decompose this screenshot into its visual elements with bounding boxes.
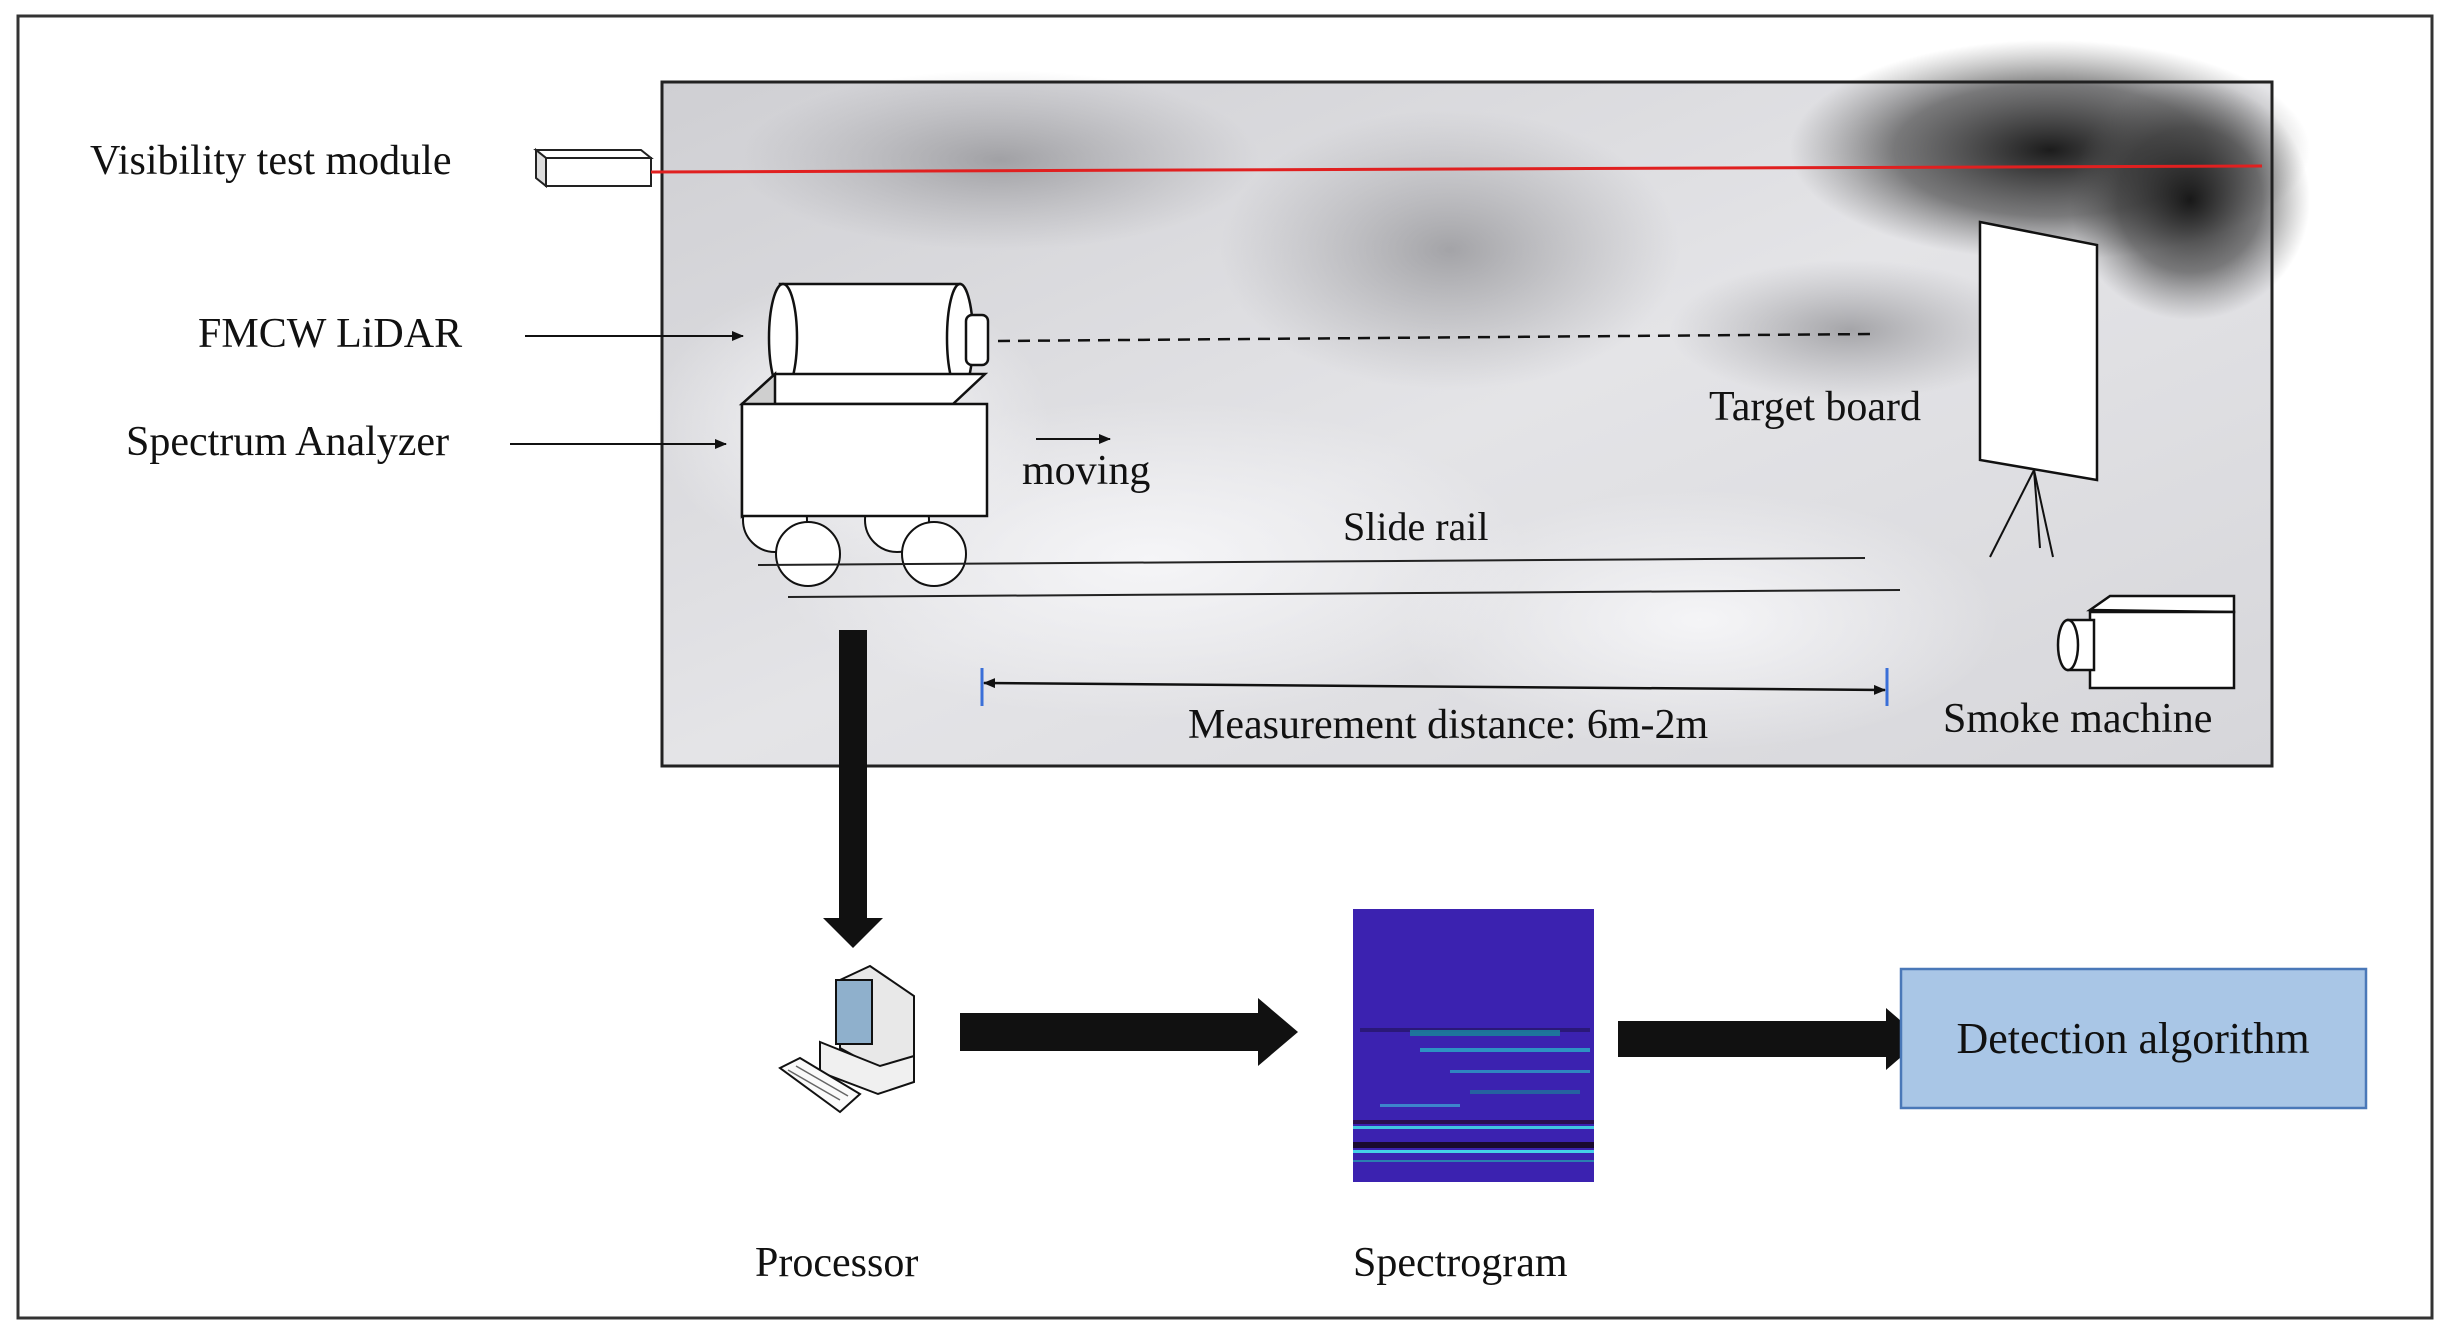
desktop-computer-icon (778, 964, 915, 1114)
sensor-box-icon (533, 147, 654, 189)
slide-rail-upper (757, 557, 1866, 566)
fmcw-lidar-label: FMCW LiDAR (198, 311, 462, 357)
detection-algorithm-box (1899, 967, 2368, 1110)
slide-rail-lower (787, 589, 1901, 598)
visibility-test-module-label: Visibility test module (90, 138, 451, 184)
target-board (1978, 220, 2099, 558)
laser-beam (650, 164, 2263, 174)
smoke-machine-label: Smoke machine (1943, 696, 2212, 742)
flow-arrow-down (823, 630, 883, 948)
slide-rail-label: Slide rail (1343, 504, 1489, 549)
spectrogram-image (1353, 909, 1594, 1182)
processor-label: Processor (755, 1240, 918, 1286)
flow-arrow-processor-to-spectrogram (960, 998, 1298, 1066)
spectrogram-label: Spectrogram (1353, 1240, 1568, 1286)
moving-label: moving (1022, 448, 1150, 494)
detection-algorithm-label: Detection algorithm (1956, 1014, 2309, 1063)
target-board-label: Target board (1709, 384, 1921, 430)
spectrum-analyzer-label: Spectrum Analyzer (126, 419, 449, 465)
lidar-beam-dashed (997, 332, 1876, 343)
smoke-machine-icon (2056, 594, 2236, 690)
spectrum-analyzer-cart (738, 371, 989, 587)
distance-arrow (983, 678, 1886, 695)
measurement-distance-label: Measurement distance: 6m-2m (1188, 702, 1709, 748)
